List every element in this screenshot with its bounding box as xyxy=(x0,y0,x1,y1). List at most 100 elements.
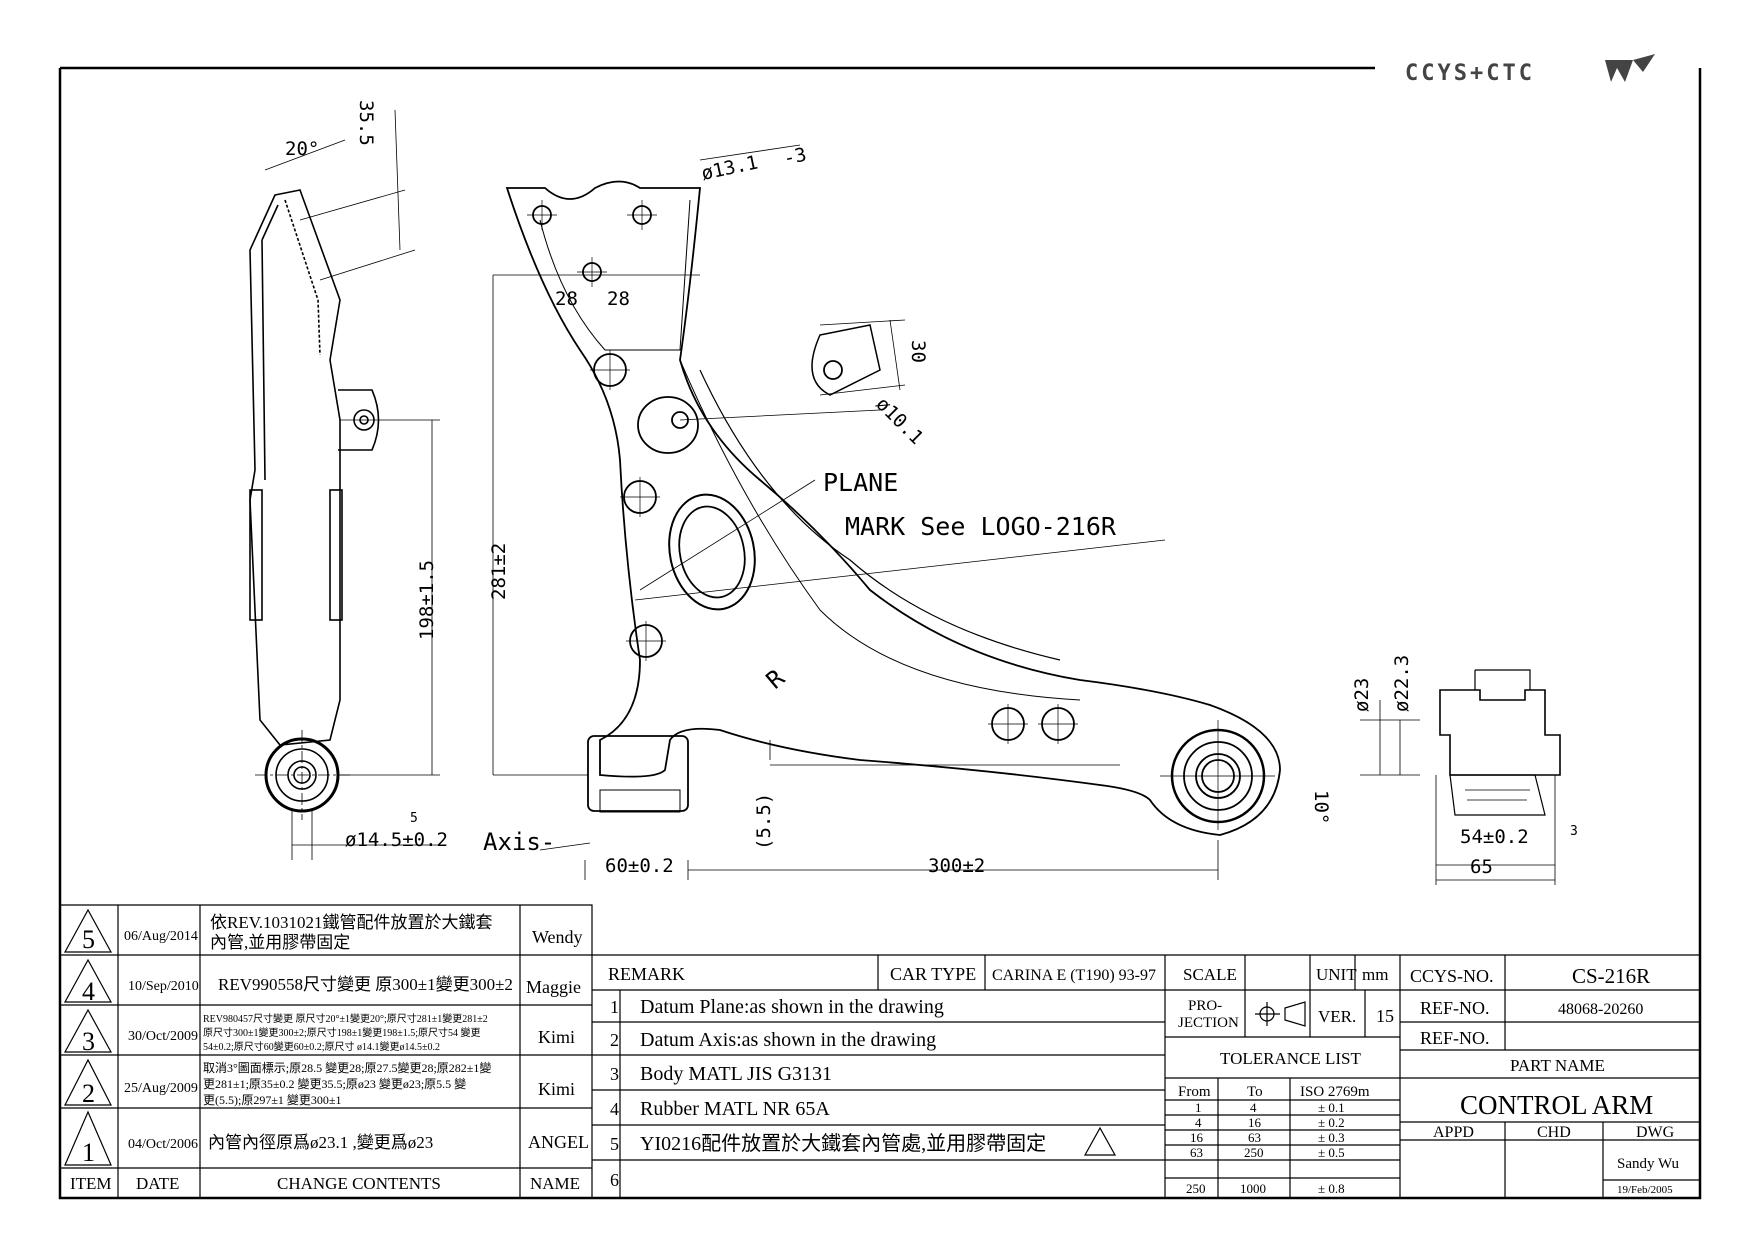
rev-header-contents: CHANGE CONTENTS xyxy=(277,1174,441,1193)
side-view xyxy=(249,109,440,860)
remark-no-1: 1 xyxy=(610,997,619,1017)
rev-contents-5-line1: 依REV.1031021鐵管配件放置於大鐵套 xyxy=(210,913,493,932)
remarks-table: REMARK CAR TYPE CARINA E (T190) 93-97 1 … xyxy=(608,964,1156,1190)
rev-date-1: 04/Oct/2006 xyxy=(128,1137,198,1152)
dimension-labels: 20° 35.5 ø13.1 -3 28 28 30 ø10.1 281±2 1… xyxy=(285,100,1529,878)
tol-to-2: 16 xyxy=(1248,1115,1262,1130)
tol-to-3: 63 xyxy=(1248,1130,1261,1145)
dim-13-1: ø13.1 xyxy=(699,151,760,184)
tol-from-1: 1 xyxy=(1195,1100,1202,1115)
car-type-value: CARINA E (T190) 93-97 xyxy=(992,967,1156,984)
tol-from-5: 250 xyxy=(1186,1181,1206,1196)
dim-35-5: 35.5 xyxy=(355,100,377,146)
brand-logo: CCYS+CTC xyxy=(1405,54,1655,86)
tol-to-4: 250 xyxy=(1244,1145,1264,1160)
unit-label: UNIT xyxy=(1316,965,1357,984)
tol-value-3: ± 0.3 xyxy=(1318,1130,1345,1145)
brand-logo-text: CCYS+CTC xyxy=(1405,61,1535,86)
tol-from-3: 16 xyxy=(1190,1130,1204,1145)
rev-contents-3-line3: 54±0.2;原尺寸60變更60±0.2;原尺寸 ø14.1變更ø14.5±0.… xyxy=(203,1040,440,1053)
title-block: SCALE UNIT mm PRO- JECTION VER. 15 TOLER… xyxy=(1178,964,1680,1196)
ref-no-value-1: 48068-20260 xyxy=(1558,1001,1643,1018)
rev-date-2: 25/Aug/2009 xyxy=(124,1081,198,1096)
rev-date-3: 30/Oct/2009 xyxy=(128,1029,198,1044)
remark-no-2: 2 xyxy=(610,1030,619,1050)
remark-text-2: Datum Axis:as shown in the drawing xyxy=(640,1029,936,1051)
annotation-plane: PLANE xyxy=(823,468,898,497)
dim-10-deg: 10° xyxy=(1310,790,1332,824)
tol-header-iso: ISO 2769m xyxy=(1300,1084,1370,1100)
rev-contents-1: 內管內徑原爲ø23.1 ,變更爲ø23 xyxy=(208,1133,433,1152)
ref-no-label-1: REF-NO. xyxy=(1420,998,1490,1018)
rev-mark-5: 5 xyxy=(410,811,418,826)
dim-30: 30 xyxy=(907,340,929,363)
remark-text-1: Datum Plane:as shown in the drawing xyxy=(640,996,944,1018)
drawn-date: 19/Feb/2005 xyxy=(1617,1184,1673,1196)
ccys-label: CCYS-NO. xyxy=(1410,966,1494,986)
tol-to-1: 4 xyxy=(1250,1100,1257,1115)
dim-300: 300±2 xyxy=(928,855,985,877)
dim-5-5: (5.5) xyxy=(753,793,775,850)
projection-label-line2: JECTION xyxy=(1178,1015,1239,1031)
tol-from-4: 63 xyxy=(1190,1145,1203,1160)
rev-contents-2-line1: 取消3°圖面標示;原28.5 變更28;原27.5變更28;原282±1變 xyxy=(203,1060,491,1075)
rev-name-5: Wendy xyxy=(532,927,583,947)
remark-text-4: Rubber MATL NR 65A xyxy=(640,1098,830,1120)
rev-item-1: 1 xyxy=(82,1138,95,1167)
dim-198: 198±1.5 xyxy=(416,560,438,640)
rev-contents-2-line3: 更(5.5);原297±1 變更300±1 xyxy=(203,1092,342,1107)
ver-label: VER. xyxy=(1318,1007,1356,1026)
rev-item-2: 2 xyxy=(82,1079,95,1108)
annotation-r: R xyxy=(761,664,790,695)
tol-value-4: ± 0.5 xyxy=(1318,1145,1345,1160)
rev-item-5: 5 xyxy=(82,925,95,954)
dim-60: 60±0.2 xyxy=(605,855,674,877)
dim-28-right: 28 xyxy=(607,288,630,310)
dim-281: 281±2 xyxy=(488,543,510,600)
tol-to-5: 1000 xyxy=(1240,1181,1266,1196)
dwg-label: DWG xyxy=(1636,1124,1675,1141)
annotation-labels: PLANE MARK See LOGO-216R Axis- R 5 3 xyxy=(410,468,1578,856)
tol-header-from: From xyxy=(1178,1084,1211,1100)
rev-header-name: NAME xyxy=(530,1174,580,1193)
car-type-label: CAR TYPE xyxy=(890,964,976,984)
rev-contents-3-line1: REV980457尺寸變更 原尺寸20°±1變更20°;原尺寸281±1變更28… xyxy=(203,1012,488,1025)
rev-contents-3-line2: 原尺寸300±1變更300±2;原尺寸198±1變更198±1.5;原尺寸54 … xyxy=(203,1026,481,1039)
rev-contents-5-line2: 內管,並用膠帶固定 xyxy=(210,933,350,952)
rev-name-3: Kimi xyxy=(538,1027,575,1047)
tol-value-5: ± 0.8 xyxy=(1318,1181,1345,1196)
dim-22-3: ø22.3 xyxy=(1391,655,1413,712)
dim-23: ø23 xyxy=(1351,678,1373,712)
logo-mark-icon xyxy=(1605,54,1655,82)
remark-header: REMARK xyxy=(608,964,685,984)
annotation-axis: Axis- xyxy=(483,828,555,856)
dim-10-1: ø10.1 xyxy=(871,393,927,449)
remark-no-5: 5 xyxy=(610,1134,619,1154)
remark-text-3: Body MATL JIS G3131 xyxy=(640,1063,832,1085)
drawing-border xyxy=(58,66,1702,1200)
rev-date-4: 10/Sep/2010 xyxy=(128,979,199,994)
dim-65: 65 xyxy=(1470,856,1493,878)
scale-label: SCALE xyxy=(1183,965,1237,984)
title-block-grid xyxy=(60,904,1700,1198)
remark-no-6: 6 xyxy=(610,1170,619,1190)
rev-name-2: Kimi xyxy=(538,1079,575,1099)
revision-table: 5 06/Aug/2014 依REV.1031021鐵管配件放置於大鐵套 內管,… xyxy=(70,913,589,1193)
dim-54: 54±0.2 xyxy=(1460,826,1529,848)
dim-14-5: ø14.5±0.2 xyxy=(345,829,448,851)
tol-value-1: ± 0.1 xyxy=(1318,1100,1345,1115)
dim-28-left: 28 xyxy=(555,288,578,310)
plan-view xyxy=(492,144,1281,880)
ref-no-label-2: REF-NO. xyxy=(1420,1028,1490,1048)
rev-header-date: DATE xyxy=(136,1174,179,1193)
rev-date-5: 06/Aug/2014 xyxy=(124,929,198,944)
remark-text-5: YI0216配件放置於大鐵套內管處,並用膠帶固定 xyxy=(640,1131,1046,1155)
rev-item-3: 3 xyxy=(82,1027,95,1056)
remark-no-4: 4 xyxy=(610,1099,619,1119)
remark-no-3: 3 xyxy=(610,1064,619,1084)
rev-contents-4: REV990558尺寸變更 原300±1變更300±2 xyxy=(218,975,513,994)
rev-name-1: ANGEL xyxy=(528,1132,589,1152)
rev-header-item: ITEM xyxy=(70,1174,112,1193)
annotation-mark: MARK See LOGO-216R xyxy=(845,512,1117,541)
